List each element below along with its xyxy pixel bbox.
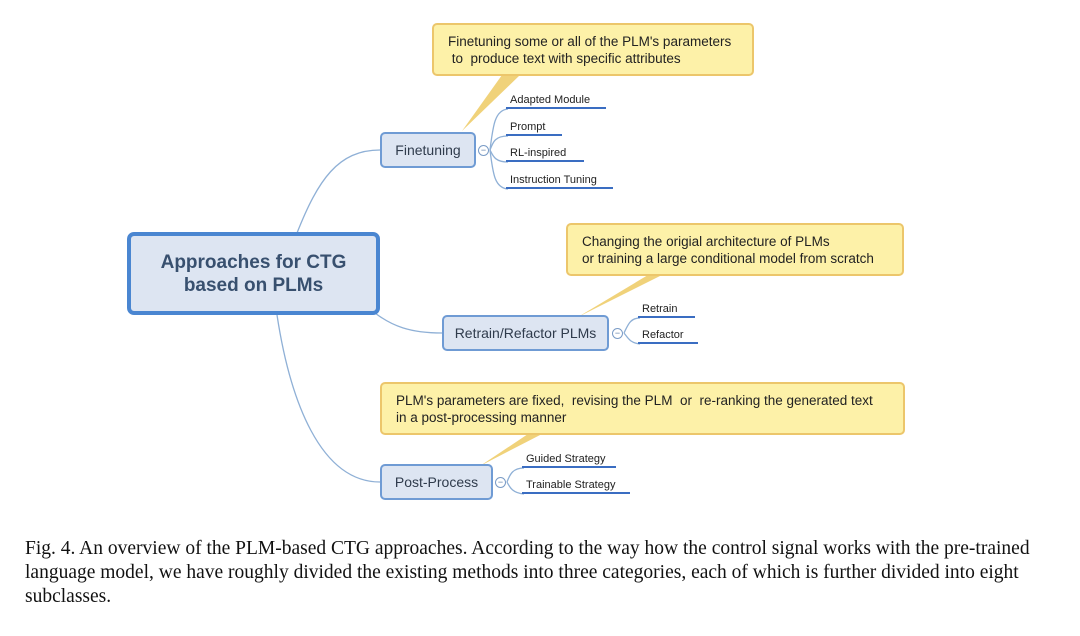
- finetuning-leaf-connector-2: [489, 135, 509, 151]
- retrain-callout: Changing the origial architecture of PLM…: [566, 223, 904, 276]
- postprocess-callout-line-2: in a post-processing manner: [396, 410, 567, 425]
- root-title-line-1: Approaches for CTG: [160, 251, 347, 273]
- branch-finetuning[interactable]: Finetuning: [380, 132, 476, 168]
- retrain-leaf-connector-2: [623, 332, 641, 345]
- leaf-guided-strategy[interactable]: Guided Strategy: [522, 453, 616, 468]
- postprocess-callout-line-1: PLM's parameters are fixed, revising the…: [396, 393, 873, 408]
- collapse-icon: −: [480, 145, 487, 155]
- root-to-finetuning-connector: [296, 149, 381, 234]
- finetuning-collapse-toggle[interactable]: −: [478, 145, 489, 156]
- postprocess-callout-tail: [480, 434, 542, 466]
- leaf-rl-inspired[interactable]: RL-inspired: [506, 147, 584, 162]
- finetuning-callout-line-2: to produce text with specific attributes: [448, 51, 681, 66]
- retrain-collapse-toggle[interactable]: −: [612, 328, 623, 339]
- postprocess-leaf-connector-2: [506, 481, 525, 495]
- branch-retrain-refactor[interactable]: Retrain/Refactor PLMs: [442, 315, 609, 351]
- branch-post-process-label: Post-Process: [394, 474, 479, 490]
- leaf-instruction-tuning[interactable]: Instruction Tuning: [506, 174, 613, 189]
- connector-layer: [276, 75, 662, 495]
- root-to-retrain-connector: [374, 312, 443, 334]
- root-node[interactable]: Approaches for CTG based on PLMs: [127, 232, 380, 315]
- branch-finetuning-label: Finetuning: [395, 142, 461, 158]
- root-title-line-2: based on PLMs: [183, 274, 324, 296]
- postprocess-callout: PLM's parameters are fixed, revising the…: [380, 382, 905, 435]
- retrain-callout-line-1: Changing the origial architecture of PLM…: [582, 234, 830, 249]
- finetuning-leaf-connector-1: [489, 108, 509, 151]
- root-to-postprocess-connector: [276, 314, 381, 483]
- leaf-refactor[interactable]: Refactor: [638, 329, 698, 344]
- finetuning-callout-line-1: Finetuning some or all of the PLM's para…: [448, 34, 732, 49]
- finetuning-callout-tail: [462, 75, 520, 131]
- retrain-leaf-connector-1: [623, 317, 641, 334]
- retrain-callout-tail: [578, 275, 662, 317]
- finetuning-leaf-connector-4: [489, 149, 509, 190]
- postprocess-collapse-toggle[interactable]: −: [495, 477, 506, 488]
- figure-caption: Fig. 4. An overview of the PLM-based CTG…: [25, 538, 1030, 607]
- retrain-callout-line-2: or training a large conditional model fr…: [582, 251, 874, 266]
- collapse-icon: −: [497, 477, 504, 487]
- mind-map: Approaches for CTG based on PLMs Finetun…: [127, 23, 905, 500]
- leaf-retrain[interactable]: Retrain: [638, 303, 695, 318]
- branch-post-process[interactable]: Post-Process: [380, 464, 493, 500]
- collapse-icon: −: [614, 328, 621, 338]
- branch-retrain-refactor-label: Retrain/Refactor PLMs: [454, 325, 597, 341]
- postprocess-leaf-connector-1: [506, 467, 525, 483]
- leaf-trainable-strategy[interactable]: Trainable Strategy: [522, 479, 630, 494]
- leaf-prompt[interactable]: Prompt: [506, 121, 562, 136]
- leaf-adapted-module[interactable]: Adapted Module: [506, 94, 606, 109]
- finetuning-callout: Finetuning some or all of the PLM's para…: [432, 23, 754, 76]
